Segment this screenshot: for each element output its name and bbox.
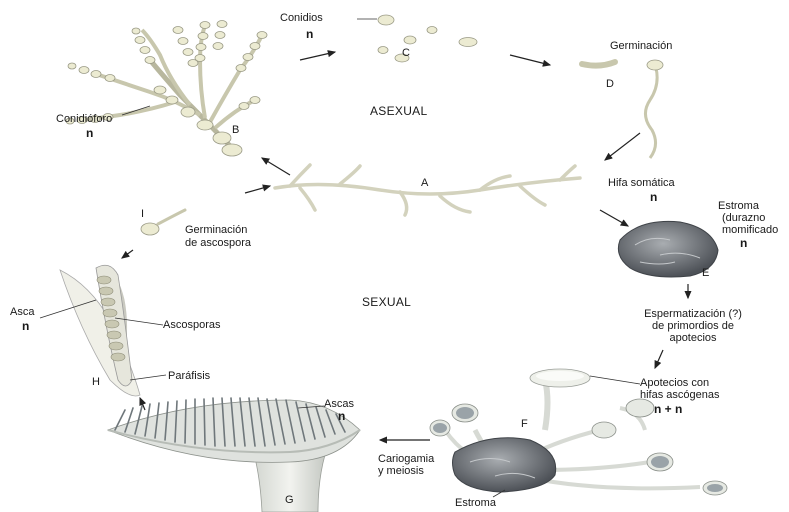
germinacion-label: Germinación: [610, 40, 672, 52]
conidia-drawing: [378, 15, 477, 62]
estroma-label-line1: Estroma: [718, 200, 759, 212]
asca-label: Asca: [10, 306, 34, 318]
conidios-ploidy-label: n: [306, 28, 313, 40]
parafisis-label: Paráfisis: [168, 370, 210, 382]
apotecios-ploidy-label: n + n: [654, 403, 682, 415]
somatic-hypha-drawing: [275, 165, 580, 215]
cariogamia-label-line1: Cariogamia: [378, 453, 434, 465]
apotecios-label-line2: hifas ascógenas: [640, 389, 720, 401]
espermatizacion-line1: Espermatización (?): [622, 308, 764, 320]
hifa-ploidy-label: n: [650, 191, 657, 203]
stage-f-letter: F: [521, 418, 528, 430]
hifa-somatica-label: Hifa somática: [608, 177, 675, 189]
stage-b-letter: B: [232, 124, 239, 136]
conidios-label: Conidios: [280, 12, 323, 24]
sexual-phase-label: SEXUAL: [362, 296, 411, 308]
stage-g-letter: G: [285, 494, 294, 506]
estroma-bottom-label: Estroma: [455, 497, 496, 509]
estroma-label-line2: (durazno: [722, 212, 765, 224]
stage-h-letter: H: [92, 376, 100, 388]
ascas-ploidy-label: n: [338, 410, 345, 422]
conidioforo-label: Conidióforo: [56, 113, 112, 125]
cariogamia-label-line2: y meiosis: [378, 465, 424, 477]
ascus-drawing: [60, 265, 140, 396]
germinating-ascospore-drawing: [141, 210, 185, 235]
germinacion-ascospora-line1: Germinación: [185, 224, 247, 236]
estroma-ploidy-label: n: [740, 237, 747, 249]
stage-i-letter: I: [141, 208, 144, 220]
estroma-label-line3: momificado: [722, 224, 778, 236]
germinacion-ascospora-line2: de ascospora: [185, 237, 251, 249]
germinating-conidium-drawing: [582, 60, 663, 158]
asca-ploidy-label: n: [22, 320, 29, 332]
asexual-phase-label: ASEXUAL: [370, 105, 427, 117]
apotecios-label-line1: Apotecios con: [640, 377, 709, 389]
espermatizacion-line2: de primordios de: [622, 320, 764, 332]
stage-c-letter: C: [402, 47, 410, 59]
stage-d-letter: D: [606, 78, 614, 90]
stage-a-letter: A: [421, 177, 428, 189]
conidioforo-ploidy-label: n: [86, 127, 93, 139]
espermatizacion-line3: apotecios: [622, 332, 764, 344]
stage-e-letter: E: [702, 267, 709, 279]
apothecium-section-drawing: [108, 398, 360, 512]
ascosporas-label: Ascosporas: [163, 319, 220, 331]
